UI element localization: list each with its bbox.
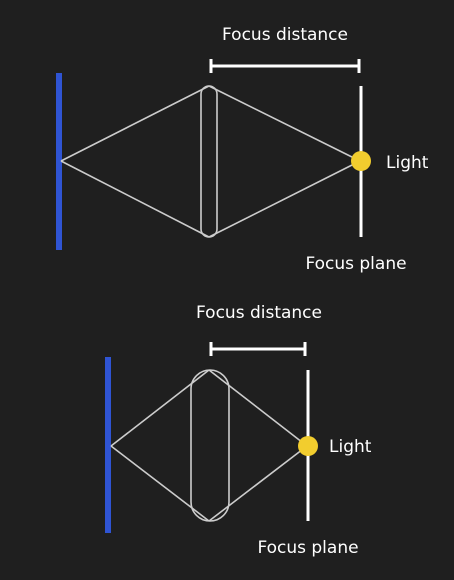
light-point-icon <box>351 151 371 171</box>
focus-distance-bracket <box>209 59 361 73</box>
thin-lens <box>200 85 218 238</box>
focus-distance-bracket <box>209 342 307 356</box>
diagram-thick-lens: Focus distance Light Focus plane <box>105 303 372 558</box>
diagram-thin-lens: Focus distance Light Focus plane <box>56 25 429 274</box>
focus-distance-label: Focus distance <box>222 25 348 45</box>
light-label: Light <box>386 153 429 173</box>
light-rays <box>110 369 308 522</box>
light-label: Light <box>329 437 372 457</box>
light-point-icon <box>298 436 318 456</box>
light-rays <box>60 85 361 238</box>
focus-distance-label: Focus distance <box>196 303 322 323</box>
thick-lens <box>190 369 230 522</box>
focus-plane-label: Focus plane <box>305 254 406 274</box>
focus-plane-label: Focus plane <box>257 538 358 558</box>
